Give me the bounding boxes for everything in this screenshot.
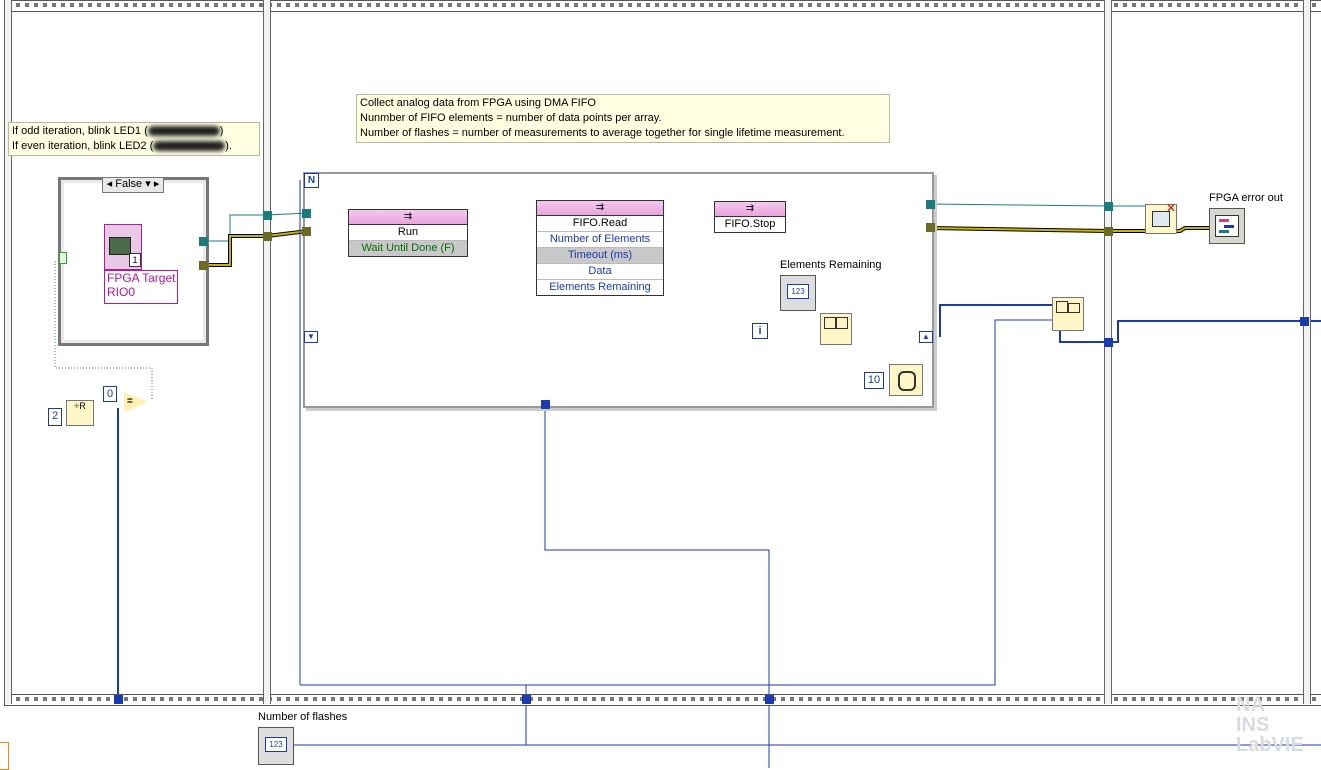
shift-register-right-icon[interactable]: ▲	[919, 331, 933, 343]
method-name: FIFO.Stop	[724, 218, 776, 230]
sequence-bottom-border	[4, 694, 1321, 706]
numeric-tunnel[interactable]	[1104, 338, 1113, 347]
refnum-tunnel[interactable]	[263, 211, 272, 220]
wait-ms-function-icon[interactable]	[889, 364, 923, 396]
comment-text: Collect analog data from FPGA using DMA …	[360, 97, 596, 109]
watermark-text: LabVIE	[1236, 734, 1304, 756]
array-glyph-icon	[1068, 303, 1080, 313]
invoke-method-icon: ⇉	[715, 202, 785, 217]
numeric-constant-two[interactable]: 2	[48, 408, 62, 426]
partial-structure-edge	[0, 742, 9, 770]
watermark: NA INS LabVIE	[1236, 695, 1304, 755]
numeric-tunnel[interactable]	[765, 695, 774, 704]
array-subset-icon[interactable]	[1052, 297, 1084, 331]
fpga-error-out-label: FPGA error out	[1209, 192, 1283, 204]
watermark-text: NA	[1236, 694, 1265, 716]
cluster-element-bar	[1219, 230, 1229, 233]
close-reference-icon[interactable]: ✕	[1145, 201, 1177, 234]
wait-ms-constant[interactable]: 10	[864, 372, 884, 389]
numeric-tunnel[interactable]	[541, 400, 550, 409]
number-of-flashes-label: Number of flashes	[258, 711, 348, 723]
label-text: RIO0	[107, 285, 136, 299]
error-tunnel[interactable]	[302, 227, 311, 236]
sequence-frame-divider	[1104, 0, 1112, 704]
numeric-tunnel[interactable]	[1300, 317, 1309, 326]
cluster-element-bar	[1219, 219, 1229, 222]
parameter-number-of-elements[interactable]: Number of Elements	[537, 231, 663, 247]
watermark-text: INS	[1236, 714, 1270, 736]
number-of-flashes-control[interactable]: 123	[258, 727, 294, 765]
refnum-tunnel[interactable]	[1104, 202, 1113, 211]
iteration-terminal[interactable]: i	[752, 323, 768, 339]
comment-text: Nunmber of FIFO elements = number of dat…	[360, 112, 662, 124]
numeric-tunnel[interactable]	[522, 695, 531, 704]
error-tunnel[interactable]	[926, 223, 935, 232]
invoke-method-icon: ⇉	[349, 210, 467, 225]
numeric-constant-zero[interactable]: 0	[103, 386, 117, 402]
quotient-remainder-icon[interactable]: ÷R	[66, 400, 94, 426]
case-selector-value: False	[115, 178, 143, 190]
error-tunnel[interactable]	[1104, 227, 1113, 236]
loop-count-terminal[interactable]: N	[304, 173, 319, 188]
array-glyph-icon	[1056, 301, 1068, 313]
numeric-display: 123	[787, 284, 809, 299]
equal-function-icon[interactable]	[124, 392, 148, 412]
reference-badge: 1	[129, 253, 141, 267]
redacted-text	[147, 126, 220, 137]
elements-remaining-label: Elements Remaining	[780, 259, 882, 271]
close-x-icon: ✕	[1166, 201, 1177, 215]
parameter-timeout[interactable]: Timeout (ms)	[537, 247, 663, 263]
fpga-reference-label: FPGA Target RIO0	[104, 270, 178, 304]
case-selector-terminal[interactable]	[59, 252, 67, 264]
method-name: FIFO.Read	[572, 217, 628, 229]
comment-text: Number of flashes = number of measuremen…	[360, 127, 845, 139]
error-tunnel[interactable]	[263, 232, 272, 241]
clock-icon	[898, 371, 916, 391]
comment-text: If odd iteration, blink LED1 (	[12, 125, 148, 137]
parameter-data[interactable]: Data	[537, 263, 663, 279]
equal-glyph-icon: =	[127, 396, 133, 407]
replace-array-subset-icon[interactable]	[820, 313, 852, 345]
fifo-comment[interactable]: Collect analog data from FPGA using DMA …	[356, 94, 890, 143]
array-glyph-icon	[824, 317, 836, 329]
divide-glyph-icon: ÷R	[74, 401, 86, 411]
refnum-tunnel[interactable]	[302, 209, 311, 218]
comment-text: If even iteration, blink LED2 (	[12, 140, 154, 152]
error-tunnel[interactable]	[199, 261, 208, 270]
label-text: FPGA Target	[107, 271, 176, 285]
led-comment[interactable]: If odd iteration, blink LED1 () If even …	[8, 122, 260, 156]
invoke-fifo-read-node[interactable]: ⇉ FIFO.Read Number of Elements Timeout (…	[536, 200, 664, 296]
comment-text: ).	[225, 140, 232, 152]
numeric-display: 123	[265, 737, 287, 752]
invoke-run-node[interactable]: ⇉ Run Wait Until Done (F)	[348, 209, 468, 257]
method-name: Run	[397, 226, 419, 238]
cluster-element-bar	[1224, 225, 1234, 228]
refnum-tunnel[interactable]	[199, 237, 208, 246]
decrement-arrow-icon[interactable]: ◂	[106, 178, 113, 190]
chip-icon	[109, 237, 131, 255]
error-cluster-icon	[1215, 215, 1239, 237]
fpga-reference-icon[interactable]: 1	[104, 224, 142, 270]
sequence-frame-divider	[4, 0, 12, 704]
invoke-method-icon: ⇉	[537, 201, 663, 216]
redacted-text	[153, 141, 226, 152]
sequence-top-border	[4, 0, 1321, 12]
parameter-elements-remaining[interactable]: Elements Remaining	[537, 279, 663, 295]
reference-glyph-icon	[1152, 211, 1170, 227]
numeric-tunnel[interactable]	[114, 695, 123, 704]
fpga-error-out-indicator[interactable]	[1209, 208, 1245, 244]
parameter-wait-until-done[interactable]: Wait Until Done (F)	[349, 240, 467, 256]
shift-register-left-icon[interactable]: ▼	[304, 331, 318, 343]
case-selector[interactable]: ◂ False ▾ ▸	[102, 177, 164, 193]
sequence-frame-divider	[263, 0, 271, 704]
dropdown-arrow-icon[interactable]: ▾	[145, 178, 151, 190]
sequence-frame-divider	[1303, 0, 1311, 704]
comment-text: )	[219, 125, 224, 137]
refnum-tunnel[interactable]	[926, 200, 935, 209]
increment-arrow-icon[interactable]: ▸	[153, 178, 160, 190]
array-glyph-icon	[836, 317, 848, 329]
invoke-fifo-stop-node[interactable]: ⇉ FIFO.Stop	[714, 201, 786, 233]
elements-remaining-indicator[interactable]: 123	[780, 275, 816, 311]
